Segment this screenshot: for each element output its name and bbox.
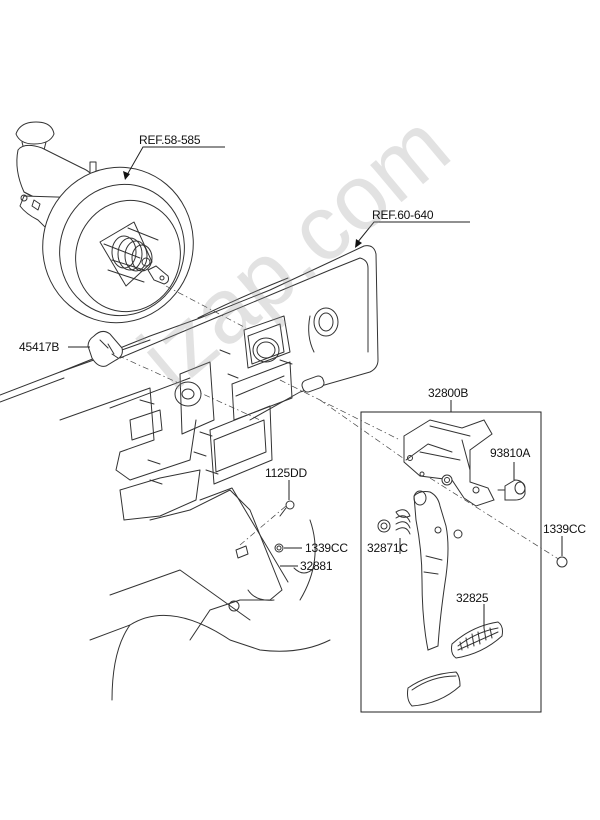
part-label-32881[interactable]: 32881: [300, 559, 333, 573]
part-label-32800b[interactable]: 32800B: [428, 386, 469, 400]
part-label-45417b[interactable]: 45417B: [19, 340, 60, 354]
ref-label-58-585[interactable]: REF.58-585: [139, 133, 201, 147]
part-1339cc-left-nut[interactable]: [274, 543, 302, 553]
part-label-93810a[interactable]: 93810A: [490, 446, 531, 460]
part-label-1125dd[interactable]: 1125DD: [265, 466, 307, 480]
dash-panel[interactable]: [0, 221, 470, 701]
part-label-1339cc-right[interactable]: 1339CC: [543, 522, 586, 536]
part-label-32871c[interactable]: 32871C: [367, 541, 408, 555]
pedal-assembly-box[interactable]: [360, 400, 568, 713]
part-45417b-switch[interactable]: [68, 330, 123, 367]
part-label-32825[interactable]: 32825: [456, 591, 489, 605]
ref-label-60-640[interactable]: REF.60-640: [372, 208, 434, 222]
part-1125dd-bolt[interactable]: [279, 480, 295, 517]
brake-booster-assembly[interactable]: [15, 121, 225, 342]
part-label-1339cc-left[interactable]: 1339CC: [305, 541, 348, 555]
